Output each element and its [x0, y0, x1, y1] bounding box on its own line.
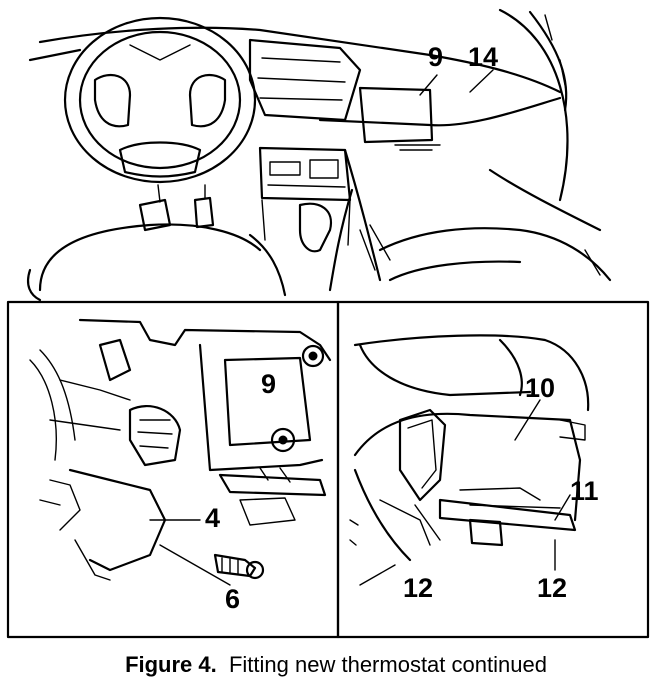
- figure-caption: Figure 4. Fitting new thermostat continu…: [0, 652, 672, 678]
- right-detail-frame: [336, 300, 650, 639]
- callout-10: 10: [525, 373, 555, 403]
- right-detail-illustration: [349, 334, 590, 586]
- callout-9-top: 9: [428, 42, 443, 72]
- callout-12-right: 12: [537, 573, 567, 603]
- callout-11: 11: [570, 476, 599, 506]
- left-detail-frame: [6, 300, 340, 639]
- callout-4: 4: [205, 503, 220, 533]
- callout-6: 6: [225, 584, 240, 614]
- figure-caption-text: Fitting new thermostat continued: [228, 652, 547, 677]
- figure-label: Figure 4.: [125, 652, 217, 677]
- callout-14-top: 14: [468, 42, 498, 72]
- dashboard-overview-illustration: [26, 8, 612, 302]
- left-detail-illustration: [29, 318, 332, 586]
- callout-9-left-panel: 9: [261, 369, 276, 399]
- callout-12-left: 12: [403, 573, 433, 603]
